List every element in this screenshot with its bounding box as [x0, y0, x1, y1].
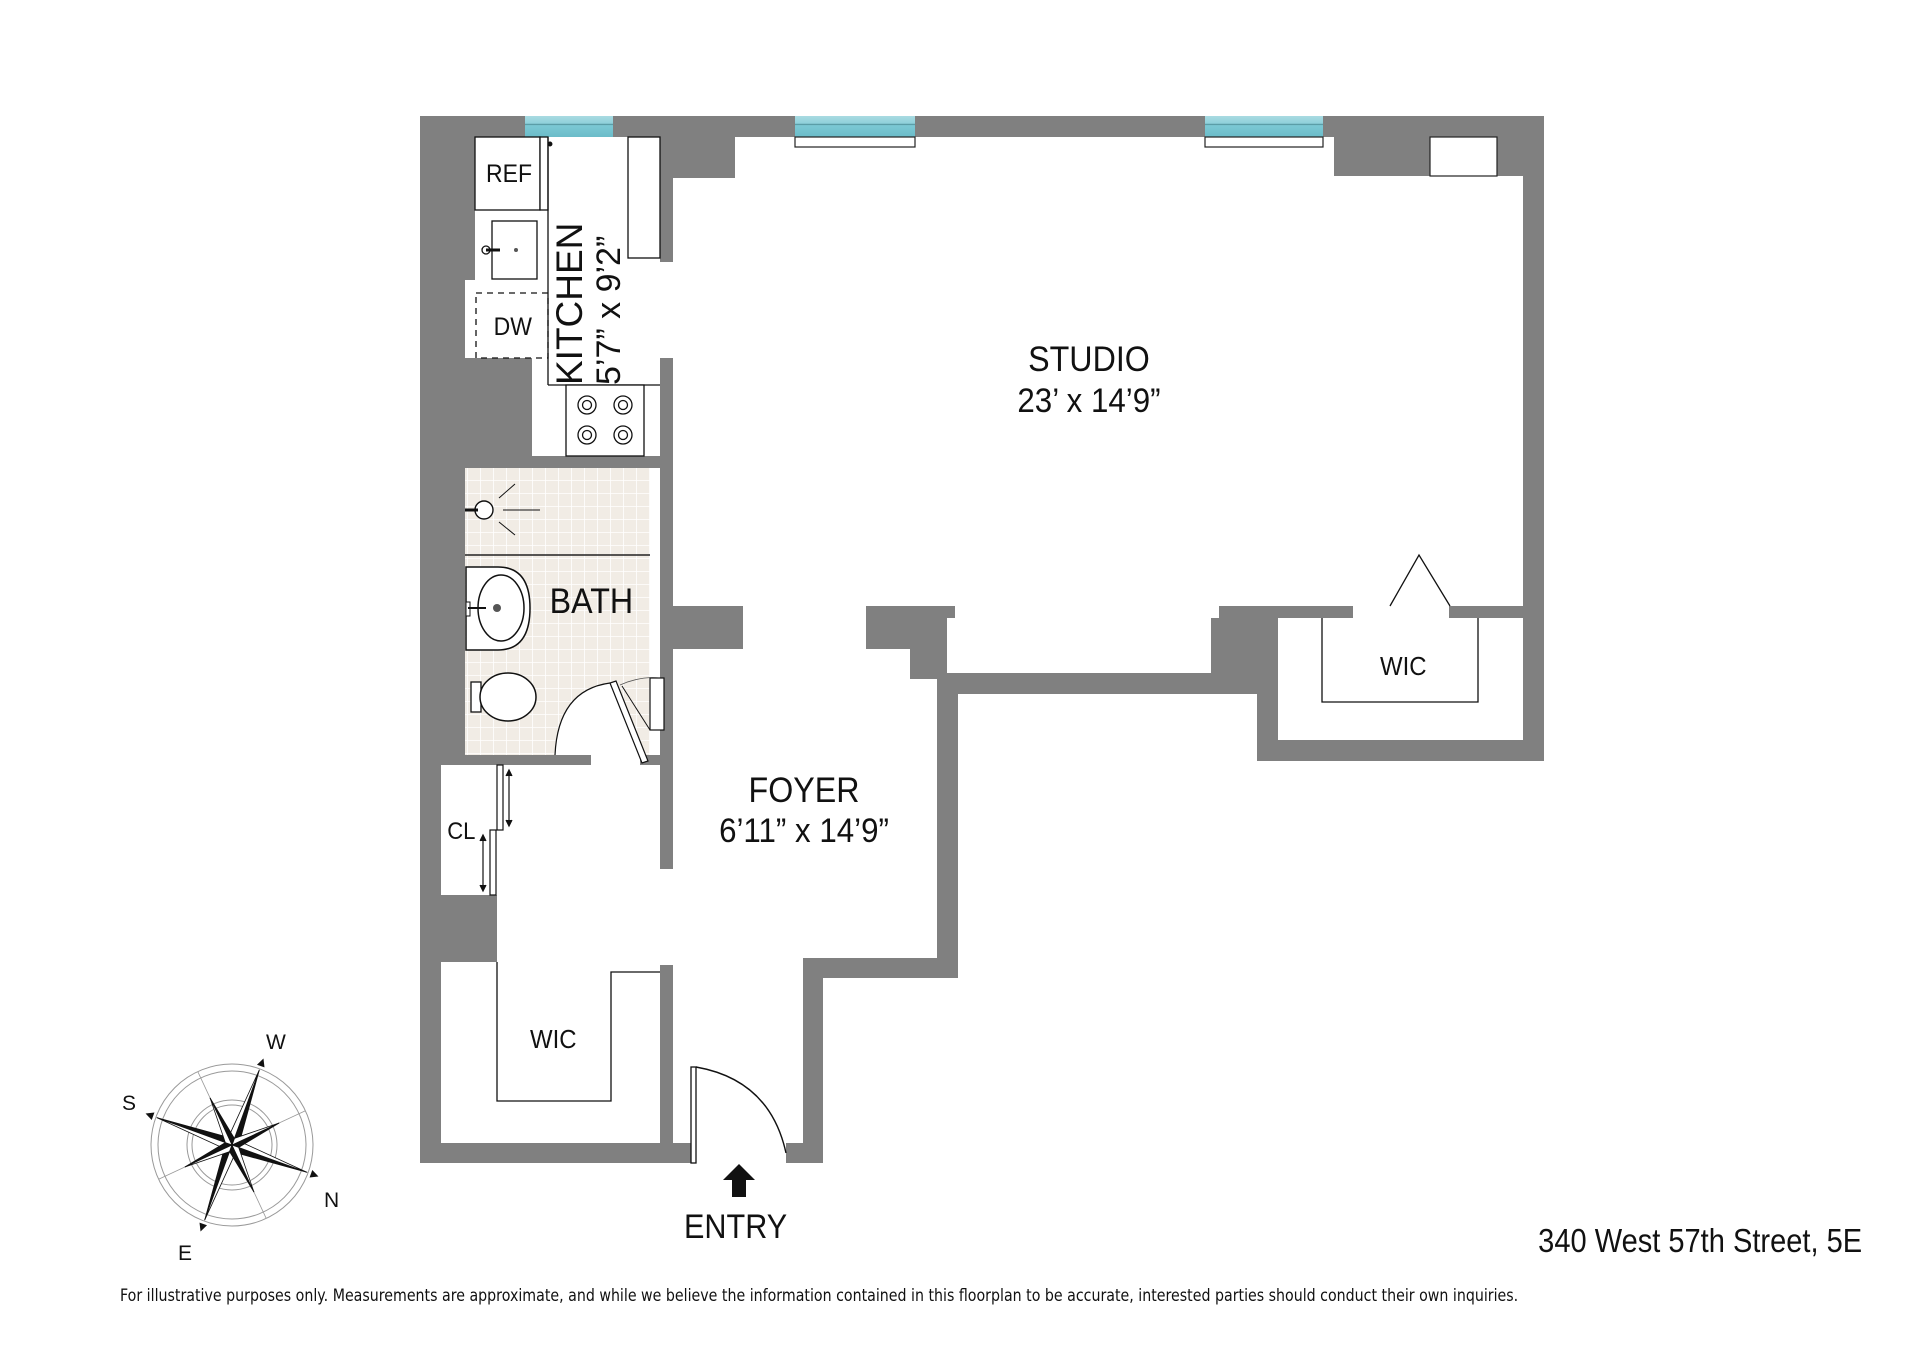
window-studio-1 — [795, 116, 915, 137]
kitchen-name: KITCHEN — [549, 222, 590, 385]
entry-label: ENTRY — [684, 1208, 788, 1246]
disclaimer-text: For illustrative purposes only. Measurem… — [120, 1286, 1519, 1305]
compass-north-label: N — [324, 1189, 340, 1212]
studio-dimensions: 23’ x 14’9” — [1017, 382, 1161, 420]
dishwasher-label: DW — [493, 313, 532, 341]
studio-wic-label: WIC — [1380, 651, 1427, 681]
compass-south-label: S — [122, 1092, 137, 1115]
kitchen-fixtures — [474, 136, 661, 457]
foyer-wic — [496, 962, 660, 1102]
compass-east-label: E — [178, 1242, 193, 1265]
kitchen-dimensions: 5’7” x 9’2” — [590, 235, 628, 385]
refrigerator — [474, 136, 541, 211]
compass-west-label: W — [266, 1031, 286, 1054]
foyer-dimensions: 6’11” x 14’9” — [719, 812, 889, 850]
closet — [479, 764, 513, 896]
stove — [565, 384, 645, 457]
bath-name: BATH — [549, 582, 634, 621]
windows — [525, 116, 1324, 148]
entry-door — [690, 1066, 787, 1197]
dishwasher — [475, 292, 549, 359]
compass-rose-icon — [145, 1058, 319, 1232]
walls — [420, 116, 1544, 1163]
refrigerator-label: REF — [486, 160, 532, 188]
bathroom — [465, 468, 665, 764]
closet-label: CL — [447, 818, 476, 845]
foyer-name: FOYER — [748, 771, 860, 810]
entry-arrow-icon — [723, 1164, 755, 1197]
kitchen-label: KITCHEN 5’7” x 9’2” — [549, 185, 630, 385]
window-kitchen — [525, 116, 613, 137]
studio-name: STUDIO — [1028, 340, 1150, 379]
studio-wic — [1321, 553, 1479, 703]
foyer-wic-label: WIC — [530, 1024, 577, 1054]
window-studio-2 — [1205, 116, 1323, 137]
property-address: 340 West 57th Street, 5E — [1538, 1222, 1862, 1259]
corner-fixture — [1429, 136, 1498, 177]
